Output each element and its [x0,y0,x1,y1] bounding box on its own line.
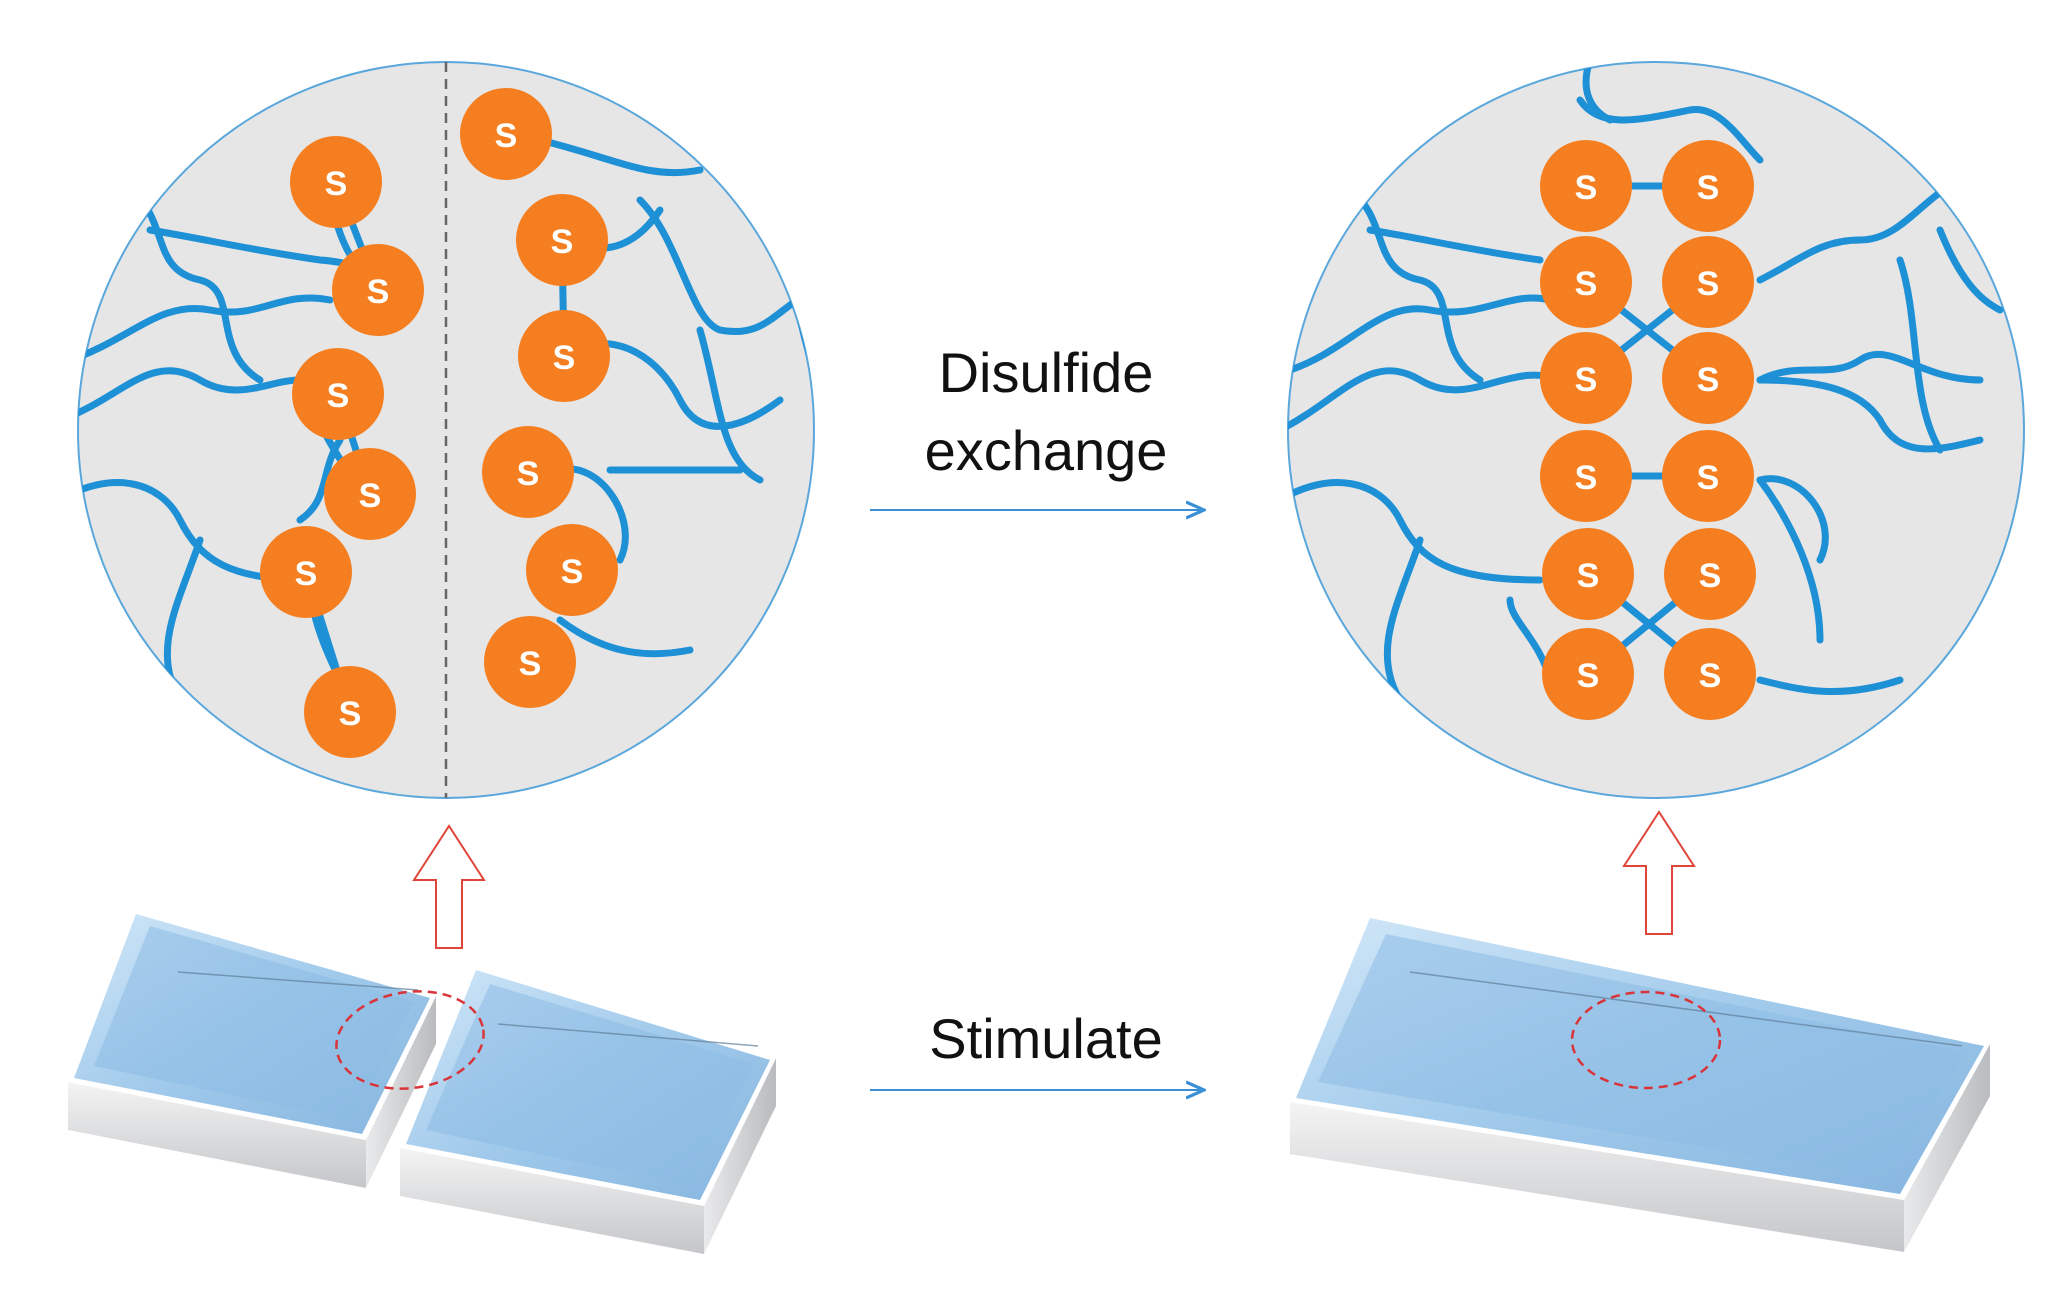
svg-text:S: S [339,695,362,733]
gel-piece-right [400,966,776,1254]
exchange-label: exchange [925,419,1168,482]
left-sulfur-atoms: S S S S S S S S S S S S [260,88,618,758]
svg-text:S: S [1697,361,1720,399]
svg-text:S: S [561,553,584,591]
svg-text:S: S [1699,657,1722,695]
sulfur-atom: S [332,244,424,336]
sulfur-atom: S [1662,332,1754,424]
svg-text:S: S [553,339,576,377]
right-circle-background [1287,61,2025,799]
healed-site-marker [1570,990,1722,1090]
sulfur-atom: S [324,448,416,540]
sulfur-atom: S [526,524,618,616]
sulfur-atom: S [1542,628,1634,720]
sulfur-atom: S [516,194,608,286]
svg-text:S: S [551,223,574,261]
left-magnified-view: S S S S S S S S S S S S [77,61,815,799]
svg-text:S: S [1699,557,1722,595]
right-sulfur-atoms: S S S S S S S S S S S S [1540,140,1756,720]
sulfur-atom: S [1662,140,1754,232]
right-polymer-chains [1288,62,2004,704]
svg-text:S: S [295,555,318,593]
stimulate-label: Stimulate [929,1007,1162,1070]
sulfur-atom: S [482,426,574,518]
gel-healed [1290,914,1990,1252]
zoom-arrow-right [1622,810,1696,935]
svg-text:S: S [1697,459,1720,497]
right-magnified-view: S S S S S S S S S S S S [1287,61,2025,799]
sulfur-atom: S [1540,430,1632,522]
disulfide-exchange-step: Disulfide exchange [870,341,1202,510]
stimulate-step: Stimulate [870,1007,1202,1090]
sulfur-atom: S [1540,332,1632,424]
svg-text:S: S [359,477,382,515]
sulfur-atom: S [290,136,382,228]
svg-text:S: S [495,117,518,155]
sulfur-atom: S [260,526,352,618]
sulfur-atom: S [1540,140,1632,232]
svg-text:S: S [325,165,348,203]
sulfur-atom: S [1662,430,1754,522]
svg-text:S: S [1697,265,1720,303]
sulfur-atom: S [1540,236,1632,328]
svg-text:S: S [519,645,542,683]
disulfide-label: Disulfide [939,341,1154,404]
sulfur-atom: S [1542,528,1634,620]
zoom-arrow-left [412,824,486,949]
svg-text:S: S [1577,657,1600,695]
sulfur-atom: S [1664,628,1756,720]
svg-text:S: S [1575,361,1598,399]
svg-text:S: S [327,377,350,415]
svg-text:S: S [1697,169,1720,207]
sulfur-atom: S [1664,528,1756,620]
svg-text:S: S [367,273,390,311]
sulfur-atom: S [518,310,610,402]
svg-text:S: S [1575,265,1598,303]
sulfur-atom: S [292,348,384,440]
sulfur-atom: S [484,616,576,708]
svg-text:S: S [1575,169,1598,207]
cut-site-marker [335,990,485,1090]
gel-piece-left [68,910,436,1188]
sulfur-atom: S [304,666,396,758]
svg-text:S: S [1575,459,1598,497]
svg-text:S: S [517,455,540,493]
sulfur-atom: S [1662,236,1754,328]
sulfur-atom: S [460,88,552,180]
svg-text:S: S [1577,557,1600,595]
